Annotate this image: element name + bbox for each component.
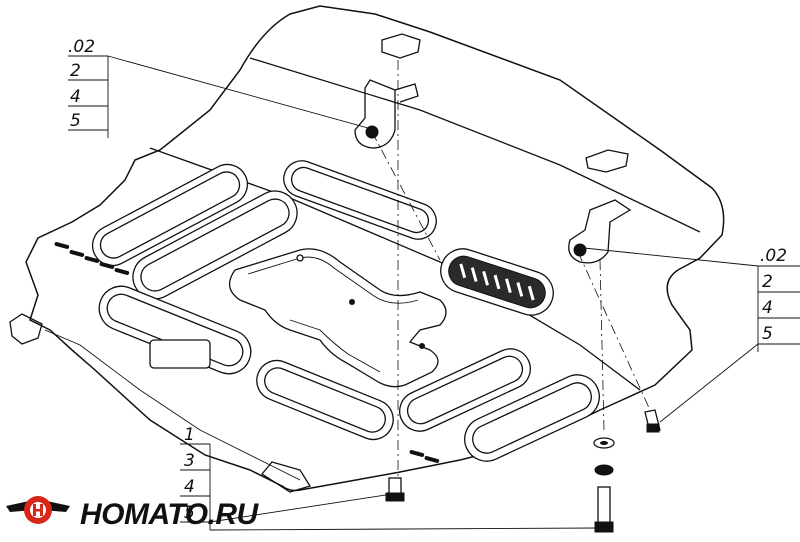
callout-label: .02 (68, 37, 95, 57)
callout-label: 5 (184, 503, 195, 523)
callout-group-bottom-left: 1 3 4 5 (180, 425, 599, 531)
axis-lines (371, 60, 651, 480)
callout-label: 4 (762, 298, 773, 318)
callout-label: 3 (184, 451, 195, 471)
homato-logo-icon (6, 496, 70, 524)
homato-watermark: HOMATO.RU (6, 496, 260, 531)
watermark-text: HOMATO.RU (80, 498, 260, 531)
callout-label: 1 (184, 425, 195, 445)
stamped-ribs (54, 160, 600, 463)
fastener-stack (593, 437, 615, 533)
callout-group-right: .02 2 4 5 (583, 246, 800, 423)
callout-label: 5 (762, 324, 773, 344)
bracket-right-small (585, 149, 629, 173)
bracket-right (568, 199, 632, 264)
callout-label: 2 (70, 61, 81, 81)
callout-label: 4 (184, 477, 195, 497)
callout-label: .02 (760, 246, 787, 266)
callout-label: 2 (762, 272, 773, 292)
callout-label: 5 (70, 111, 81, 131)
bracket-top-center (381, 33, 421, 59)
bolt-bottom-center (385, 477, 405, 502)
callout-label: 4 (70, 87, 81, 107)
callout-group-top-left: .02 2 4 5 (68, 37, 369, 138)
bolt-right (644, 409, 661, 433)
